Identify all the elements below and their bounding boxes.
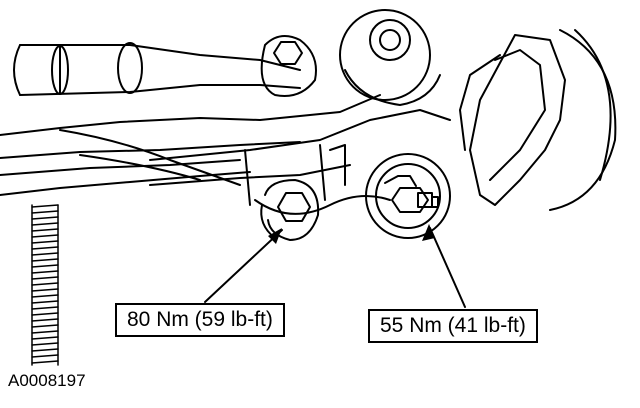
torque-callout-right: 55 Nm (41 lb-ft) — [368, 309, 538, 343]
right-arrowhead — [422, 224, 435, 241]
frame-rails — [0, 94, 381, 196]
right-bushing — [365, 153, 451, 239]
figure-id: A0008197 — [8, 371, 86, 390]
hex-bolt-icon — [273, 41, 303, 65]
lower-control-arm — [149, 109, 451, 215]
left-arrowhead — [268, 228, 282, 244]
left-leader-line — [204, 229, 283, 303]
threaded-rod-icon — [31, 204, 59, 366]
stabilizer-tube — [13, 42, 301, 96]
leader-arrows — [204, 227, 466, 308]
left-bolt-boss — [260, 179, 320, 241]
torque-callout-left: 80 Nm (59 lb-ft) — [115, 303, 285, 337]
upper-bracket — [260, 35, 317, 97]
nut-bolt-icon — [391, 187, 429, 213]
knuckle — [459, 29, 617, 211]
right-leader-line — [429, 227, 466, 308]
upper-mount — [339, 9, 441, 106]
hex-bolt-icon — [277, 192, 311, 222]
